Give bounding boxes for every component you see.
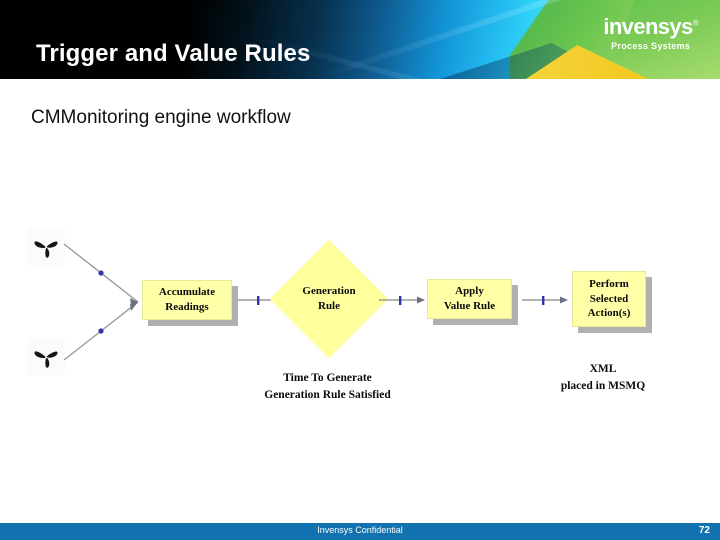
footer-bar: Invensys Confidential 72: [0, 523, 720, 540]
node-perform-selected-actions[interactable]: Perform Selected Action(s): [572, 271, 646, 327]
node-perform-selected-actions-label: Perform Selected Action(s): [587, 277, 631, 320]
node-generation-rule-label: Generation Rule: [302, 285, 356, 312]
header-banner: Trigger and Value Rules invensys® Proces…: [0, 0, 720, 79]
invensys-logo: invensys® Process Systems: [603, 16, 698, 51]
node-accumulate-readings[interactable]: Accumulate Readings: [142, 280, 232, 320]
fan-icon-top: [27, 228, 65, 266]
node-apply-value-rule-label: Apply Value Rule: [443, 285, 496, 312]
logo-registered-mark: ®: [692, 18, 699, 28]
node-apply-value-rule[interactable]: Apply Value Rule: [427, 279, 512, 319]
fan-icon-bottom: [27, 338, 65, 376]
slide-subtitle: CMMonitoring engine workflow: [31, 107, 291, 128]
footer-confidential-text: Invensys Confidential: [317, 525, 403, 535]
connector-fan-top-to-accumulate: [63, 243, 139, 305]
logo-tagline: Process Systems: [611, 41, 691, 51]
page-title: Trigger and Value Rules: [36, 40, 311, 67]
connector-fan-bottom-to-accumulate: [63, 301, 139, 361]
caption-xml-output: XML placed in MSMQ: [560, 363, 646, 392]
logo-wordmark: invensys®: [603, 16, 698, 38]
connector-apply-to-perform: [522, 296, 568, 305]
logo-brand-text: invensys: [603, 14, 693, 39]
node-accumulate-readings-label: Accumulate Readings: [158, 286, 216, 313]
connector-generation-to-apply: [379, 296, 425, 305]
node-generation-rule[interactable]: Generation Rule: [269, 239, 389, 359]
footer-page-number: 72: [698, 525, 710, 536]
caption-trigger-condition: Time To Generate Generation Rule Satisfi…: [264, 372, 391, 401]
